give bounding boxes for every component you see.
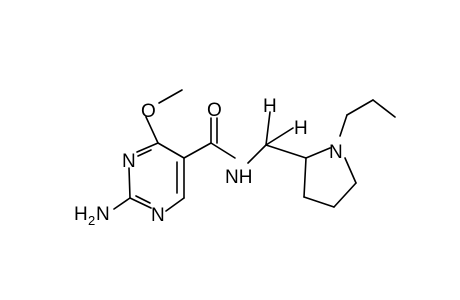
bond-lines [113,89,396,212]
amine-n: N [96,204,110,225]
atom-n-ring-top: N [122,151,136,172]
bond-c2-n1-double [135,195,151,204]
atom-n-pyrrolidine: N [329,142,343,163]
bond-n1-c6 [165,197,185,212]
atom-h-right: H [294,118,308,139]
bond-c5-c4 [157,142,185,159]
bond-c4-n3-double [137,149,152,157]
atom-o-methoxy: O [141,101,156,122]
bond-c2-n1 [129,197,152,209]
bond-ch2-h-top [265,111,271,146]
bond-n3-c2 [128,167,131,199]
bond-o-c4 [145,116,159,144]
atom-labels: O N N O NH H H N H 2 N [74,96,343,228]
amine-subscript-2: 2 [88,213,95,228]
bond-ch2-h-right [265,127,294,146]
bond-propyl-c2-c3 [372,99,396,118]
atom-o-carbonyl: O [207,100,222,121]
bond-c2p-n [305,147,331,159]
atom-nh-amide: NH [225,167,252,188]
amine-h: H [74,204,88,225]
atom-amine-h2n: H 2 N [74,204,110,228]
atom-h-top: H [263,96,277,117]
bond-carbonyl-c-nh [210,142,236,159]
bond-n-c5p [344,157,357,184]
bond-c2-nh2 [113,197,131,210]
bond-c5p-c4p [333,182,357,208]
bond-propyl-c1-c2 [346,99,374,116]
bond-c4-n3 [136,142,159,153]
bond-c3p-c2p [303,157,307,198]
bond-n-propyl-c1 [339,114,348,137]
bond-nh-ch2 [247,144,267,164]
bond-c4p-c3p [303,196,335,208]
bond-ch2-pyrrolidine [265,144,307,159]
bond-methyl-o [158,89,183,104]
atom-n-ring-bottom: N [151,205,165,226]
bond-c5-carbonyl-c [183,142,212,159]
